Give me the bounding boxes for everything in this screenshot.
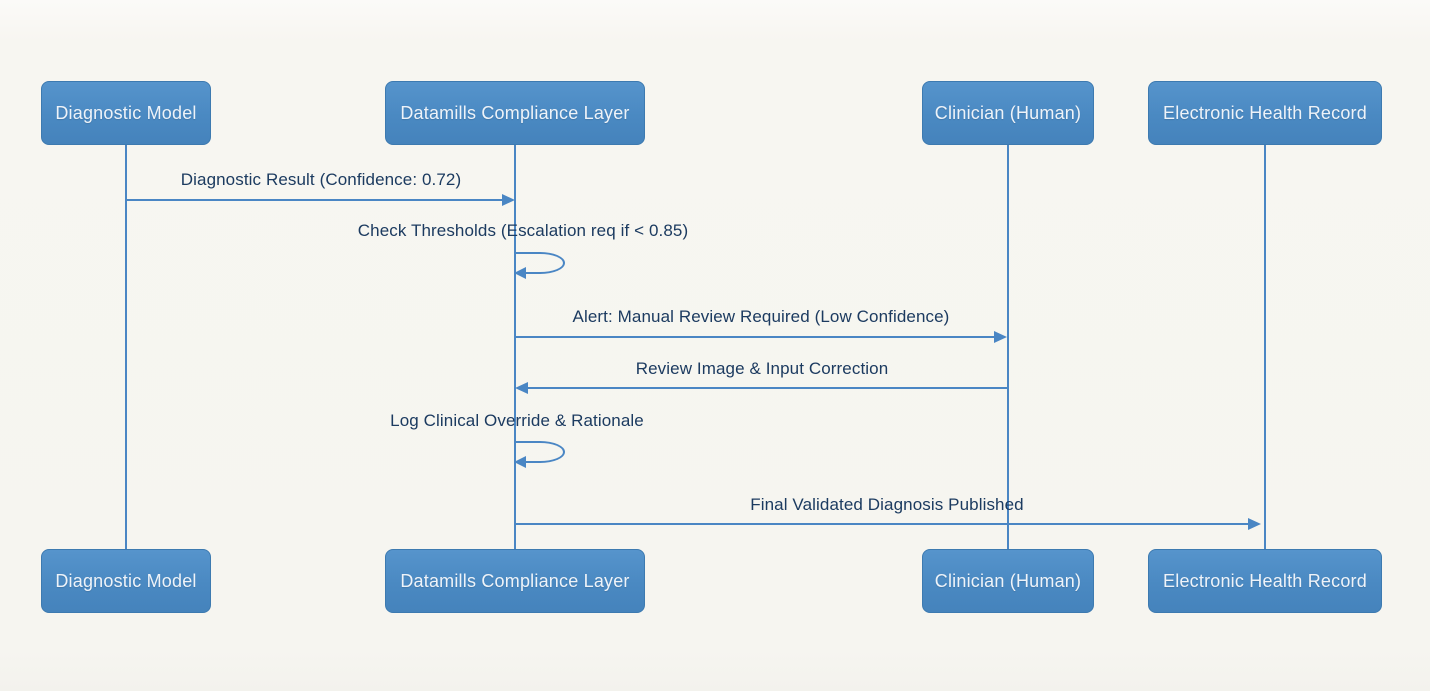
lifeline-electronic-health-record: [1264, 145, 1266, 549]
participant-box-electronic-health-record-bottom: Electronic Health Record: [1148, 549, 1382, 613]
participant-box-clinician-human-bottom: Clinician (Human): [922, 549, 1094, 613]
message-line-diagnostic-result: [126, 199, 503, 201]
arrowhead-right-icon: [502, 194, 515, 206]
message-label-review-image-input-correction: Review Image & Input Correction: [635, 359, 889, 378]
lifeline-diagnostic-model: [125, 145, 127, 549]
message-line-final-validated-diagnosis: [515, 523, 1249, 525]
arrowhead-left-icon: [514, 267, 526, 279]
message-label-final-validated-diagnosis: Final Validated Diagnosis Published: [750, 495, 1024, 514]
arrowhead-left-icon: [515, 382, 528, 394]
participant-box-electronic-health-record-top: Electronic Health Record: [1148, 81, 1382, 145]
arrowhead-left-icon: [514, 456, 526, 468]
self-loop-log-clinical-override: [515, 441, 565, 463]
arrowhead-right-icon: [1248, 518, 1261, 530]
self-loop-check-thresholds: [515, 252, 565, 274]
lifeline-clinician-human: [1007, 145, 1009, 549]
arrowhead-right-icon: [994, 331, 1007, 343]
lifeline-datamills-compliance-layer: [514, 145, 516, 549]
message-label-diagnostic-result: Diagnostic Result (Confidence: 0.72): [180, 170, 462, 189]
message-label-check-thresholds: Check Thresholds (Escalation req if < 0.…: [357, 221, 689, 240]
participant-box-datamills-compliance-layer-bottom: Datamills Compliance Layer: [385, 549, 645, 613]
participant-box-clinician-human-top: Clinician (Human): [922, 81, 1094, 145]
message-label-alert-manual-review: Alert: Manual Review Required (Low Confi…: [572, 307, 950, 326]
participant-box-datamills-compliance-layer-top: Datamills Compliance Layer: [385, 81, 645, 145]
message-line-review-image-input-correction: [528, 387, 1008, 389]
participant-box-diagnostic-model-bottom: Diagnostic Model: [41, 549, 211, 613]
message-line-alert-manual-review: [515, 336, 995, 338]
message-label-log-clinical-override: Log Clinical Override & Rationale: [390, 411, 644, 430]
participant-box-diagnostic-model-top: Diagnostic Model: [41, 81, 211, 145]
